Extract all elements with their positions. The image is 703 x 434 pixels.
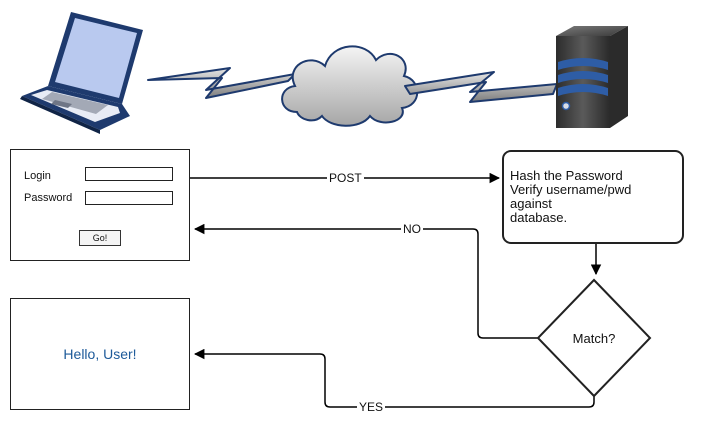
edge-label-no: NO [401,222,423,236]
process-line: Hash the Password [510,168,623,183]
process-line: Verify username/pwd [510,182,632,197]
decision-label: Match? [572,331,616,346]
decision-diamond [536,278,652,398]
server-icon [556,26,628,128]
login-field[interactable] [85,167,173,181]
connector-no [193,223,540,339]
password-label: Password [24,192,73,204]
laptop-icon [20,12,143,134]
edge-label-yes: YES [357,400,386,414]
lightning-link-right [404,71,558,103]
password-field[interactable] [85,191,173,205]
cloud-icon [281,45,419,127]
lightning-link-left [147,67,296,99]
process-line: against [510,196,552,211]
login-label: Login [24,170,51,182]
go-button[interactable]: Go! [79,230,121,246]
result-panel: Hello, User! [10,298,190,410]
hello-message: Hello, User! [63,346,137,362]
edge-label-post: POST [327,171,364,185]
connector-yes [193,348,595,408]
process-line: database. [510,210,568,225]
process-box: Hash the Password Verify username/pwd ag… [502,150,684,244]
login-form-panel: Login Password Go! [10,149,190,261]
